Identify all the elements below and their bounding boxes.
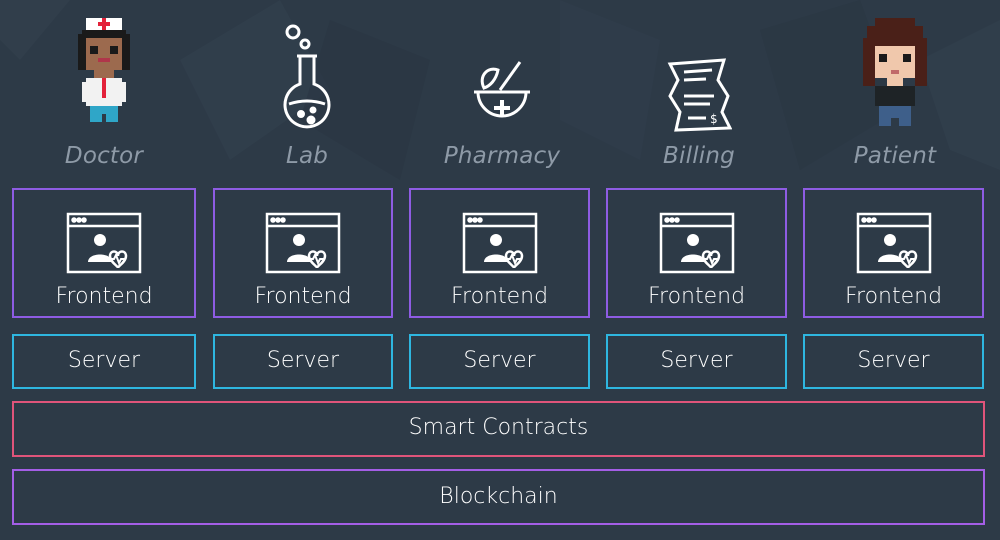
server-label: Server xyxy=(67,348,141,373)
blockchain-layer: Blockchain xyxy=(12,469,985,525)
frontend-box-lab: Frontend xyxy=(213,188,393,318)
server-label: Server xyxy=(463,348,536,373)
frontend-label: Frontend xyxy=(254,284,352,309)
svg-text:$: $ xyxy=(710,112,718,126)
server-box-patient: Server xyxy=(803,334,984,389)
server-box-doctor: Server xyxy=(12,334,196,389)
frontend-label: Frontend xyxy=(647,284,746,309)
flask-icon xyxy=(277,22,337,138)
smart-contracts-layer: Smart Contracts xyxy=(12,401,985,457)
doctor-pixel-avatar-icon xyxy=(74,18,134,134)
frontend-box-patient: Frontend xyxy=(803,188,984,318)
server-label: Server xyxy=(266,348,340,373)
actor-label-doctor: Doctor xyxy=(64,143,144,169)
smart-contracts-label: Smart Contracts xyxy=(408,415,589,440)
blockchain-label: Blockchain xyxy=(439,484,558,509)
server-label: Server xyxy=(857,348,930,373)
frontend-box-doctor: Frontend xyxy=(12,188,196,318)
app-window-icon xyxy=(856,212,932,278)
frontend-label: Frontend xyxy=(844,284,943,309)
bill-document-icon: $ xyxy=(666,58,733,136)
actor-label-lab: Lab xyxy=(285,143,329,169)
mortar-pestle-icon xyxy=(470,58,534,136)
frontend-box-pharmacy: Frontend xyxy=(409,188,590,318)
app-window-icon xyxy=(66,212,142,278)
frontend-label: Frontend xyxy=(55,284,153,309)
server-box-pharmacy: Server xyxy=(409,334,590,389)
server-box-lab: Server xyxy=(213,334,393,389)
server-box-billing: Server xyxy=(606,334,787,389)
frontend-label: Frontend xyxy=(450,284,549,309)
actor-label-billing: Billing xyxy=(663,143,735,169)
frontend-box-billing: Frontend xyxy=(606,188,787,318)
app-window-icon xyxy=(659,212,735,278)
patient-pixel-avatar-icon xyxy=(859,18,931,130)
server-label: Server xyxy=(660,348,733,373)
app-window-icon xyxy=(265,212,341,278)
actor-label-patient: Patient xyxy=(853,143,937,169)
actor-label-pharmacy: Pharmacy xyxy=(443,143,561,169)
app-window-icon xyxy=(462,212,538,278)
